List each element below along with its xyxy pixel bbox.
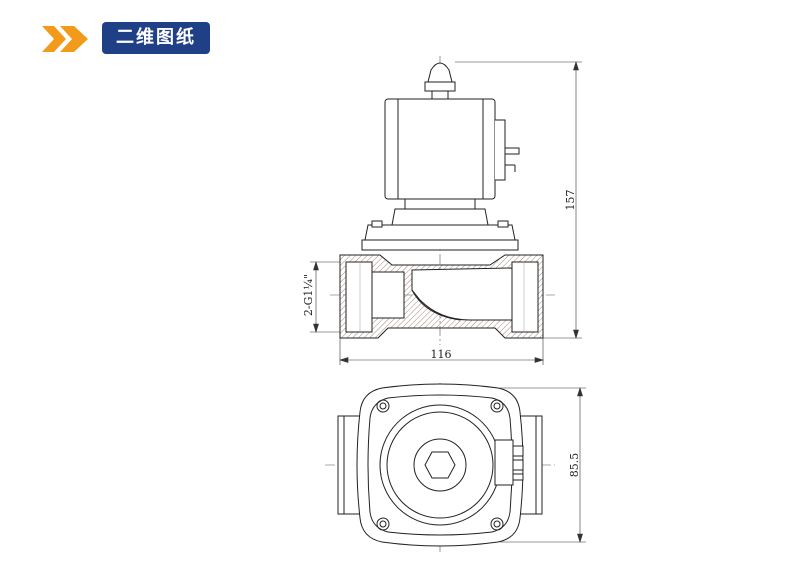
front-view [330, 56, 555, 345]
dimension-port-label: 2-G1¼" [302, 274, 315, 316]
terminal-block [494, 439, 514, 486]
coil-housing [384, 98, 496, 200]
bolt-holes [376, 399, 504, 531]
dimension-height-label: 157 [564, 190, 577, 211]
dimension-depth-label: 85.5 [568, 453, 581, 478]
dimension-height [455, 60, 582, 340]
hex-nut [424, 451, 456, 479]
manual-knob [427, 62, 453, 83]
knob-outline [413, 438, 467, 492]
section-title: 二维图纸 [102, 22, 210, 54]
coil-terminal [495, 119, 506, 181]
dimension-width [338, 338, 545, 365]
dimension-width-label: 116 [431, 348, 452, 361]
top-view [325, 383, 555, 552]
bonnet [364, 224, 516, 241]
dimension-port [310, 260, 340, 334]
section-header: 二维图纸 [40, 22, 210, 56]
double-chevron-right-icon [42, 26, 88, 52]
dimension-depth [500, 386, 586, 544]
